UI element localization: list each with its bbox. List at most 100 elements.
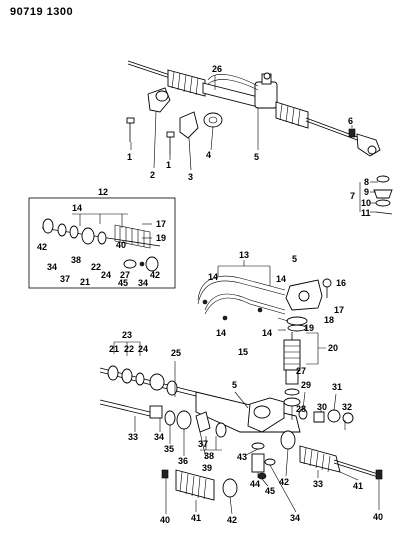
callout-34d: 34 xyxy=(290,513,300,523)
bushing xyxy=(149,405,163,419)
callout-12: 12 xyxy=(98,187,108,197)
rack-housing xyxy=(202,82,263,109)
callout-19b: 19 xyxy=(304,323,314,333)
callout-17a: 17 xyxy=(156,219,166,229)
callout-39: 39 xyxy=(202,463,212,473)
callout-40c: 40 xyxy=(373,512,383,522)
cotter-pin xyxy=(375,211,393,215)
callout-28: 28 xyxy=(296,404,306,414)
callout-42c: 42 xyxy=(227,515,237,525)
callout-42a: 42 xyxy=(37,242,47,252)
callout-22: 22 xyxy=(91,262,101,272)
callout-14b: 14 xyxy=(208,272,218,282)
callout-31: 31 xyxy=(332,382,342,392)
callout-3: 3 xyxy=(188,172,193,182)
mounting-bolt-2 xyxy=(166,131,175,155)
callout-7: 7 xyxy=(350,191,355,201)
snap-ring xyxy=(284,388,300,396)
callout-18: 18 xyxy=(324,315,334,325)
seal-ring xyxy=(107,365,119,381)
callout-13: 13 xyxy=(239,250,249,260)
callout-15: 15 xyxy=(238,347,248,357)
callout-29: 29 xyxy=(301,380,311,390)
callout-32: 32 xyxy=(342,402,352,412)
callout-17b: 17 xyxy=(334,305,344,315)
callout-26: 26 xyxy=(212,64,222,74)
callout-5b: 5 xyxy=(292,254,297,264)
jam-nut xyxy=(161,469,169,479)
callout-16: 16 xyxy=(336,278,346,288)
callout-14e: 14 xyxy=(262,328,272,338)
callout-38b: 38 xyxy=(204,451,214,461)
callout-14c: 14 xyxy=(276,274,286,284)
callout-8: 8 xyxy=(364,177,369,187)
mounting-bracket-right xyxy=(179,111,199,139)
callout-43: 43 xyxy=(237,452,247,462)
callout-41b: 41 xyxy=(353,481,363,491)
callout-1b: 1 xyxy=(166,160,171,170)
callout-45b: 45 xyxy=(265,486,275,496)
callout-42d: 42 xyxy=(279,477,289,487)
mounting-bolt xyxy=(126,117,135,142)
callout-21a: 21 xyxy=(80,277,90,287)
adjuster-screw xyxy=(313,411,325,423)
callout-20: 20 xyxy=(328,343,338,353)
mounting-grommet xyxy=(203,112,223,128)
valve-detail-inset xyxy=(28,197,176,289)
callout-33a: 33 xyxy=(128,432,138,442)
inset-frame xyxy=(28,197,176,289)
steering-gear-exploded-view xyxy=(99,260,383,501)
callout-36: 36 xyxy=(178,456,188,466)
fluid-lines xyxy=(207,74,259,87)
callout-14a: 14 xyxy=(72,203,82,213)
callout-1a: 1 xyxy=(127,152,132,162)
dust-cover xyxy=(376,175,390,183)
right-boot xyxy=(275,101,309,129)
lock-nut xyxy=(348,128,356,138)
callout-34a: 34 xyxy=(47,262,57,272)
callout-42b: 42 xyxy=(150,270,160,280)
callout-44: 44 xyxy=(250,479,260,489)
callout-labels: 26 1 1 2 3 4 5 6 7 8 9 10 11 12 14 17 19… xyxy=(37,64,383,525)
callout-40b: 40 xyxy=(160,515,170,525)
callout-23: 23 xyxy=(122,330,132,340)
callout-14d: 14 xyxy=(216,328,226,338)
callout-41a: 41 xyxy=(191,513,201,523)
callout-35: 35 xyxy=(164,444,174,454)
castle-nut xyxy=(373,189,393,199)
callout-10: 10 xyxy=(361,198,371,208)
callout-11: 11 xyxy=(361,208,371,218)
adjuster-locknut xyxy=(342,412,354,424)
callout-6: 6 xyxy=(348,116,353,126)
left-tie-rod xyxy=(127,60,171,76)
callout-24b: 24 xyxy=(138,344,148,354)
callout-45a: 45 xyxy=(118,278,128,288)
callout-22b: 22 xyxy=(124,344,134,354)
callout-4: 4 xyxy=(206,150,211,160)
callout-34c: 34 xyxy=(154,432,164,442)
callout-37a: 37 xyxy=(60,274,70,284)
callout-34b: 34 xyxy=(138,278,148,288)
callout-9: 9 xyxy=(364,187,369,197)
callout-19a: 19 xyxy=(156,233,166,243)
callout-33b: 33 xyxy=(313,479,323,489)
callout-25: 25 xyxy=(171,348,181,358)
steering-rack-assembly-top xyxy=(126,60,393,215)
callout-24: 24 xyxy=(101,270,111,280)
catalog-number: 90719 1300 xyxy=(10,6,74,18)
callout-5c: 5 xyxy=(232,380,237,390)
callout-27a: 27 xyxy=(120,270,130,280)
callout-38a: 38 xyxy=(71,255,81,265)
callout-37b: 37 xyxy=(198,439,208,449)
callout-2: 2 xyxy=(150,170,155,180)
left-boot xyxy=(167,69,206,97)
callout-21b: 21 xyxy=(109,344,119,354)
washer xyxy=(375,199,391,207)
o-ring xyxy=(287,324,307,332)
yoke-spring-cap xyxy=(251,453,265,473)
gear-housing xyxy=(254,81,278,109)
callout-40a: 40 xyxy=(116,240,126,250)
pressure-line xyxy=(197,275,286,301)
callout-27b: 27 xyxy=(296,366,306,376)
